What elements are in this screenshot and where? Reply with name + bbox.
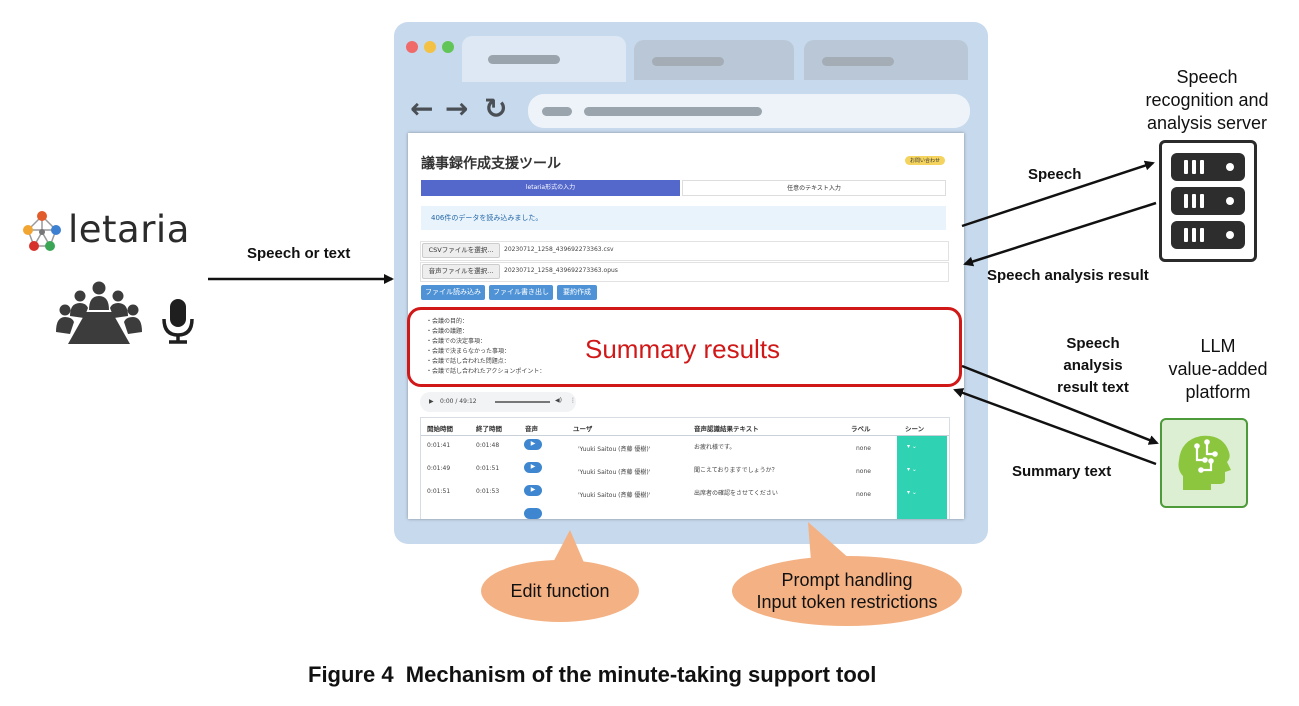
label-speech: Speech	[1028, 166, 1082, 183]
audio-progress[interactable]	[495, 401, 550, 403]
reload-icon[interactable]: ↻	[484, 92, 508, 125]
column-header: シーン	[905, 425, 925, 433]
summary-line: ・会議で話し合われた問題点：	[426, 358, 510, 365]
window-maximize-dot[interactable]	[442, 41, 454, 53]
app-page: 議事録作成支援ツール お問い合わせ letaria形式の入力 任意のテキスト入力…	[408, 133, 964, 519]
window-minimize-dot[interactable]	[424, 41, 436, 53]
column-header: 音声	[525, 425, 538, 433]
csv-file-button[interactable]: CSVファイルを選択...	[422, 243, 500, 258]
forward-arrow-icon[interactable]: →	[445, 92, 469, 125]
row-user: 'Yuuki Saitou (斉藤 優樹)'	[578, 469, 651, 476]
network-logo-icon	[23, 211, 61, 251]
column-header: 音声認識結果テキスト	[694, 425, 759, 433]
row-user: 'Yuuki Saitou (斉藤 優樹)'	[578, 492, 651, 499]
volume-icon[interactable]: ◀)	[555, 397, 562, 404]
label-speech-analysis-result-text: Speech analysis result text	[1057, 335, 1129, 396]
audio-time: 0:00 / 49:12	[440, 398, 477, 405]
column-header: ユーザ	[573, 425, 593, 433]
row-user: 'Yuuki Saitou (斉藤 優樹)'	[578, 446, 651, 453]
row-start: 0:01:41	[427, 442, 451, 449]
server-label: Speech recognition and analysis server	[1145, 67, 1269, 133]
arrow-speech	[961, 160, 1155, 228]
row-end: 0:01:48	[476, 442, 500, 449]
column-header: 開始時間	[427, 425, 453, 433]
label-summary-text: Summary text	[1012, 463, 1112, 480]
llm-platform-label: LLM value-added platform	[1168, 336, 1268, 402]
row-text[interactable]: 聞こえておりますでしょうか？	[694, 467, 778, 474]
row-end: 0:01:51	[476, 465, 500, 472]
audio-file-button[interactable]: 音声ファイルを選択...	[422, 264, 500, 279]
arrow-summary-text	[953, 388, 1157, 466]
csv-filename: 20230712_1258_439692273363.csv	[504, 246, 614, 253]
row-start: 0:01:51	[427, 488, 451, 495]
summary-line: ・会議での決定事項：	[426, 338, 487, 345]
arrow-analysis-text	[961, 364, 1159, 445]
microphone-icon	[162, 299, 194, 344]
arrow-speech-analysis-result	[963, 201, 1157, 267]
scene-column	[897, 436, 947, 519]
row-label[interactable]: none	[856, 491, 871, 498]
scene-select[interactable]: ▾ ⌄	[907, 489, 917, 496]
play-icon[interactable]: ▶	[429, 398, 434, 405]
info-message: 406件のデータを読み込みました。	[421, 206, 946, 230]
callout-edit-function: Edit function	[481, 560, 639, 622]
server-rack-icon	[1159, 140, 1257, 262]
scene-select[interactable]: ▾ ⌄	[907, 466, 917, 473]
logo-text: letaria	[68, 208, 190, 251]
row-text[interactable]: お疲れ様です。	[694, 444, 736, 451]
scene-select[interactable]: ▾ ⌄	[907, 443, 917, 450]
row-play-button[interactable]: ▶	[524, 439, 542, 450]
summary-line: ・会議の議題：	[426, 328, 469, 335]
label-speech-analysis-result: Speech analysis result	[987, 267, 1149, 284]
browser-tab-1[interactable]	[462, 36, 626, 82]
audio-player[interactable]: ▶ 0:00 / 49:12 ◀) ⋮	[420, 392, 576, 412]
summary-line: ・会議で決まらなかった事項：	[426, 348, 511, 355]
ai-brain-icon	[1178, 435, 1231, 490]
row-start: 0:01:49	[427, 465, 451, 472]
summary-results-label: Summary results	[585, 334, 781, 364]
figure-caption: Figure 4 Mechanism of the minute-taking …	[308, 662, 877, 687]
more-icon[interactable]: ⋮	[570, 397, 576, 404]
row-play-button[interactable]: ▶	[524, 462, 542, 473]
transcript-table: 開始時間 終了時間 音声 ユーザ 音声認識結果テキスト ラベル シーン 0:01…	[420, 417, 950, 519]
row-label[interactable]: none	[856, 445, 871, 452]
summary-line: ・会議で話し合われたアクションポイント：	[426, 368, 546, 375]
tab-letaria-input[interactable]: letaria形式の入力	[421, 180, 680, 196]
back-arrow-icon[interactable]: ←	[410, 92, 434, 125]
browser-tab-3[interactable]	[804, 40, 968, 80]
row-play-button[interactable]	[524, 508, 542, 519]
contact-badge[interactable]: お問い合わせ	[905, 156, 946, 165]
url-bar[interactable]	[528, 94, 970, 128]
load-file-button[interactable]: ファイル読み込み	[421, 285, 485, 300]
meeting-people-icon	[56, 281, 142, 344]
export-file-button[interactable]: ファイル書き出し	[489, 285, 553, 300]
app-title: 議事録作成支援ツール	[421, 156, 561, 172]
audio-filename: 20230712_1258_439692273363.opus	[504, 267, 618, 274]
column-header: 終了時間	[476, 425, 502, 433]
summary-results-box	[407, 307, 962, 387]
tab-free-text-input[interactable]: 任意のテキスト入力	[682, 180, 946, 196]
row-text[interactable]: 出席者の確認をさせてください	[694, 490, 778, 497]
create-summary-button[interactable]: 要約作成	[557, 285, 597, 300]
row-play-button[interactable]: ▶	[524, 485, 542, 496]
row-end: 0:01:53	[476, 488, 500, 495]
label-speech-or-text: Speech or text	[247, 245, 351, 262]
llm-platform-box	[1160, 418, 1248, 508]
row-label[interactable]: none	[856, 468, 871, 475]
browser-tab-2[interactable]	[634, 40, 794, 80]
window-close-dot[interactable]	[406, 41, 418, 53]
column-header: ラベル	[851, 425, 871, 433]
summary-line: ・会議の目的：	[426, 318, 469, 325]
callout-prompt-handling: Prompt handling Input token restrictions	[732, 556, 962, 626]
